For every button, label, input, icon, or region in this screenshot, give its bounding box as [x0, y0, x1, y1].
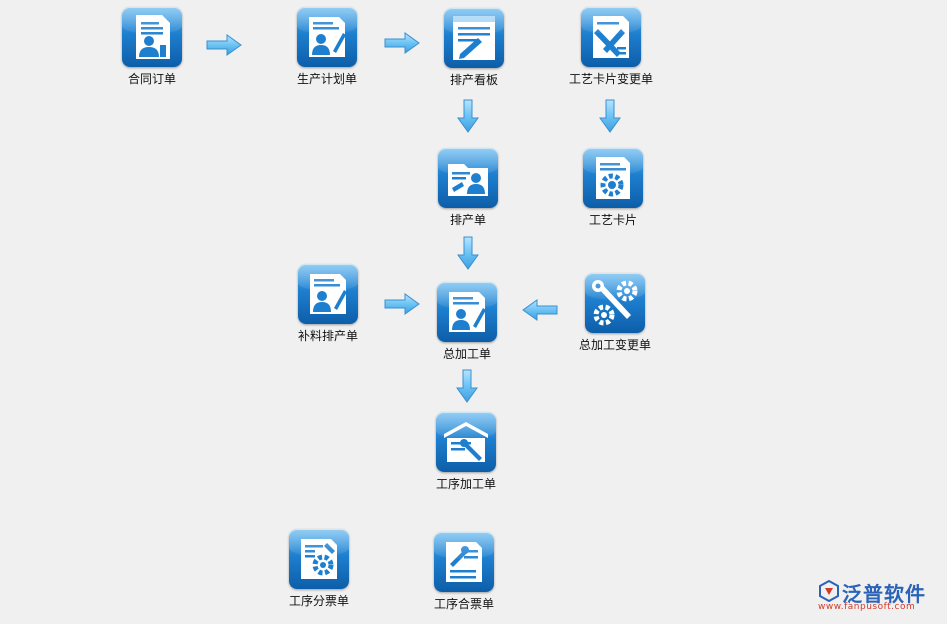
- document-person-icon: [122, 7, 182, 67]
- arrow-down-icon: [457, 99, 479, 133]
- brand-url: www.fanpusoft.com: [818, 602, 916, 612]
- arrow-right-icon: [384, 32, 420, 54]
- node-label: 总加工单: [442, 347, 491, 361]
- node-contract-order[interactable]: 合同订单: [97, 7, 207, 87]
- node-production-plan[interactable]: 生产计划单: [272, 7, 382, 87]
- node-label: 补料排产单: [297, 329, 358, 343]
- brand-name: 泛普软件: [842, 582, 926, 606]
- node-label: 合同订单: [127, 72, 176, 86]
- arrow-right-icon: [206, 34, 242, 56]
- factory-wrench-icon: [436, 412, 496, 472]
- document-gear-icon: [583, 148, 643, 208]
- document-gear-icon: [289, 529, 349, 589]
- wrench-document-icon: [581, 7, 641, 67]
- document-person-pen-icon: [298, 264, 358, 324]
- node-label: 工艺卡片: [588, 213, 637, 227]
- brand-logo-icon: [819, 580, 839, 602]
- node-step-merge-invoice[interactable]: 工序合票单: [409, 532, 519, 612]
- node-label: 排产单: [449, 213, 486, 227]
- node-step-split-invoice[interactable]: 工序分票单: [264, 529, 374, 609]
- folder-person-icon: [438, 148, 498, 208]
- node-label: 排产看板: [449, 73, 498, 87]
- arrow-down-icon: [456, 369, 478, 403]
- node-label: 工序加工单: [435, 477, 496, 491]
- node-general-processing[interactable]: 总加工单: [412, 282, 522, 362]
- document-person-pen-icon: [437, 282, 497, 342]
- arrow-down-icon: [599, 99, 621, 133]
- node-process-card[interactable]: 工艺卡片: [558, 148, 668, 228]
- node-label: 工序分票单: [288, 594, 349, 608]
- window-document-pen-icon: [444, 8, 504, 68]
- node-supplement-schedule[interactable]: 补料排产单: [273, 264, 383, 344]
- document-wrench-icon: [434, 532, 494, 592]
- node-label: 总加工变更单: [578, 338, 651, 352]
- arrow-right-icon: [384, 293, 420, 315]
- document-person-pen-icon: [297, 7, 357, 67]
- arrow-down-icon: [457, 236, 479, 270]
- node-schedule-order[interactable]: 排产单: [413, 148, 523, 228]
- node-label: 工艺卡片变更单: [568, 72, 653, 86]
- node-process-card-change[interactable]: 工艺卡片变更单: [556, 7, 666, 87]
- node-label: 工序合票单: [433, 597, 494, 611]
- node-schedule-board[interactable]: 排产看板: [419, 8, 529, 88]
- wrench-gears-icon: [585, 273, 645, 333]
- node-step-processing[interactable]: 工序加工单: [411, 412, 521, 492]
- node-label: 生产计划单: [296, 72, 357, 86]
- arrow-left-icon: [522, 299, 558, 321]
- node-general-processing-change[interactable]: 总加工变更单: [560, 273, 670, 353]
